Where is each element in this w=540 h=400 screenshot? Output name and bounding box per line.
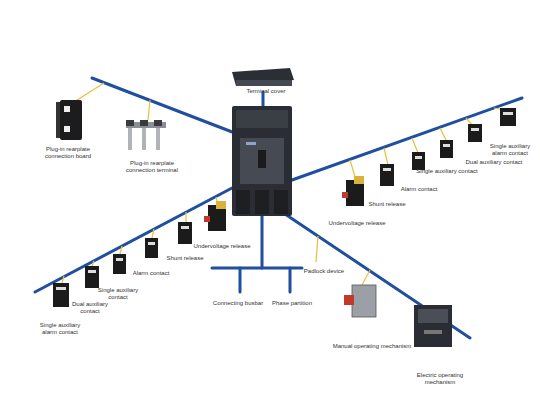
part-label: Connecting busbar (208, 300, 268, 307)
circuit-breaker-icon (232, 106, 292, 216)
part-label: Alarm contact (121, 270, 181, 277)
rearplate-board-icon (56, 100, 82, 140)
terminal-cover-icon (232, 68, 294, 86)
part-label: Manual operating mechanism (327, 343, 417, 350)
part-label: Dual auxiliary contact (69, 301, 111, 315)
leader-lines (62, 83, 504, 311)
part-label: Single auxiliary contact (412, 168, 482, 175)
part-label: Shunt release (155, 255, 215, 262)
part-label: Dual auxiliary contact (459, 159, 529, 166)
right-accessory-icons (342, 108, 516, 206)
part-label: Electric operating mechanism (412, 372, 468, 386)
left-accessory-icons (53, 201, 226, 307)
part-label: Single auxiliary alarm contact (487, 143, 533, 157)
part-label: Padlock device (294, 268, 354, 275)
part-label: Plug-in rearplate connection terminal (121, 160, 183, 174)
rearplate-terminal-icon (126, 120, 166, 150)
part-label: Undervoltage release (187, 243, 257, 250)
part-label: Undervoltage release (322, 220, 392, 227)
part-label: Alarm contact (389, 186, 449, 193)
part-label: Single auxiliary alarm contact (35, 322, 85, 336)
part-label: Shunt release (357, 201, 417, 208)
part-label: Phase partition (264, 300, 320, 307)
operating-mechanism-icons (344, 285, 452, 347)
branch-lines (35, 78, 522, 338)
part-label: Terminal cover (236, 88, 296, 95)
part-label: Single auxiliary contact (97, 287, 139, 301)
part-label: Plug-in rearplate connection board (37, 146, 99, 160)
